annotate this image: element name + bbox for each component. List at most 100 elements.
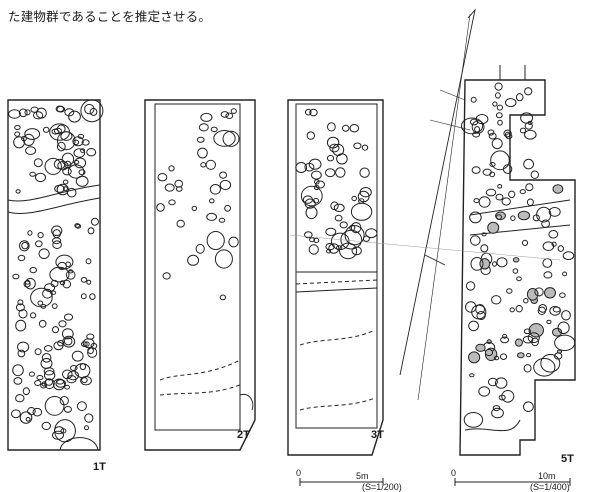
stone [13,377,23,385]
scale-bar-1-400: 0 10m (S=1/400) [451,468,571,492]
stone [305,108,312,116]
stone [489,162,496,167]
stone [71,350,84,362]
stone [228,236,239,248]
stone [18,108,28,118]
stone [533,358,556,377]
stone [530,170,539,179]
stone [60,428,67,434]
stone [308,158,322,170]
stone [80,276,88,283]
stone [35,240,43,248]
stone [21,241,29,250]
stone [491,407,504,419]
stone [32,407,43,417]
stone [326,136,340,149]
stone [327,122,336,132]
stone [65,270,76,280]
stone [487,129,495,136]
stone [206,212,218,221]
stone [515,93,524,102]
document-caption: た建物群であることを推定させる。 [8,9,212,24]
stone [35,172,46,183]
stone [13,136,26,149]
stone [25,146,37,156]
stone [302,195,313,204]
stone [66,375,77,384]
stone [325,168,336,178]
stone [54,184,65,193]
stone [309,237,316,243]
stone [490,150,510,171]
trench-2t-stones [156,108,240,301]
stone [472,131,481,138]
stone [350,202,373,221]
stone [62,167,72,176]
stone [41,381,47,387]
stone [475,114,489,125]
stone [205,159,217,170]
stone [515,305,523,313]
stone [220,111,230,118]
stone [63,406,73,413]
stone [80,293,87,300]
stone [86,333,95,340]
stone [53,341,64,351]
stone [304,162,315,172]
stone [495,193,504,201]
stone [358,198,365,204]
stone [62,279,72,289]
stone [461,117,484,135]
stone [349,124,360,133]
stone [527,120,533,126]
stone [15,319,27,332]
stone [512,268,519,274]
stone [470,96,477,103]
stone [38,319,47,328]
stone [33,111,44,120]
stone [52,229,61,239]
stone [504,98,517,108]
stone [27,407,36,416]
stone [70,365,78,371]
stone [468,320,480,332]
stone [465,281,476,291]
stone [544,287,556,299]
stone [72,139,80,146]
stone [42,126,50,133]
stone [475,304,486,315]
stone [222,130,240,147]
stone [525,183,534,192]
stone [89,107,98,116]
stone [484,348,494,357]
trench-3t-plan [287,99,384,456]
stone [463,412,484,428]
stone [471,120,485,134]
stone [81,139,90,146]
trench-3t-label: 3T [371,429,384,441]
stone [304,198,316,209]
stone [74,363,91,379]
stone [80,148,86,154]
stone [524,122,533,130]
stone [11,409,21,419]
stone [502,164,513,174]
stone [214,249,233,269]
stone [521,239,529,246]
stone [51,225,63,236]
stone [512,257,520,263]
stone [40,304,47,309]
stone [526,288,539,301]
stone [73,148,86,158]
stone [519,127,527,134]
stone [350,222,362,234]
trench-5t-plan [459,65,576,456]
stone [25,417,31,422]
stone [44,396,65,416]
stone [554,334,576,351]
stone [73,160,80,165]
stone [56,183,69,196]
stone [187,254,200,266]
stone [87,227,95,235]
